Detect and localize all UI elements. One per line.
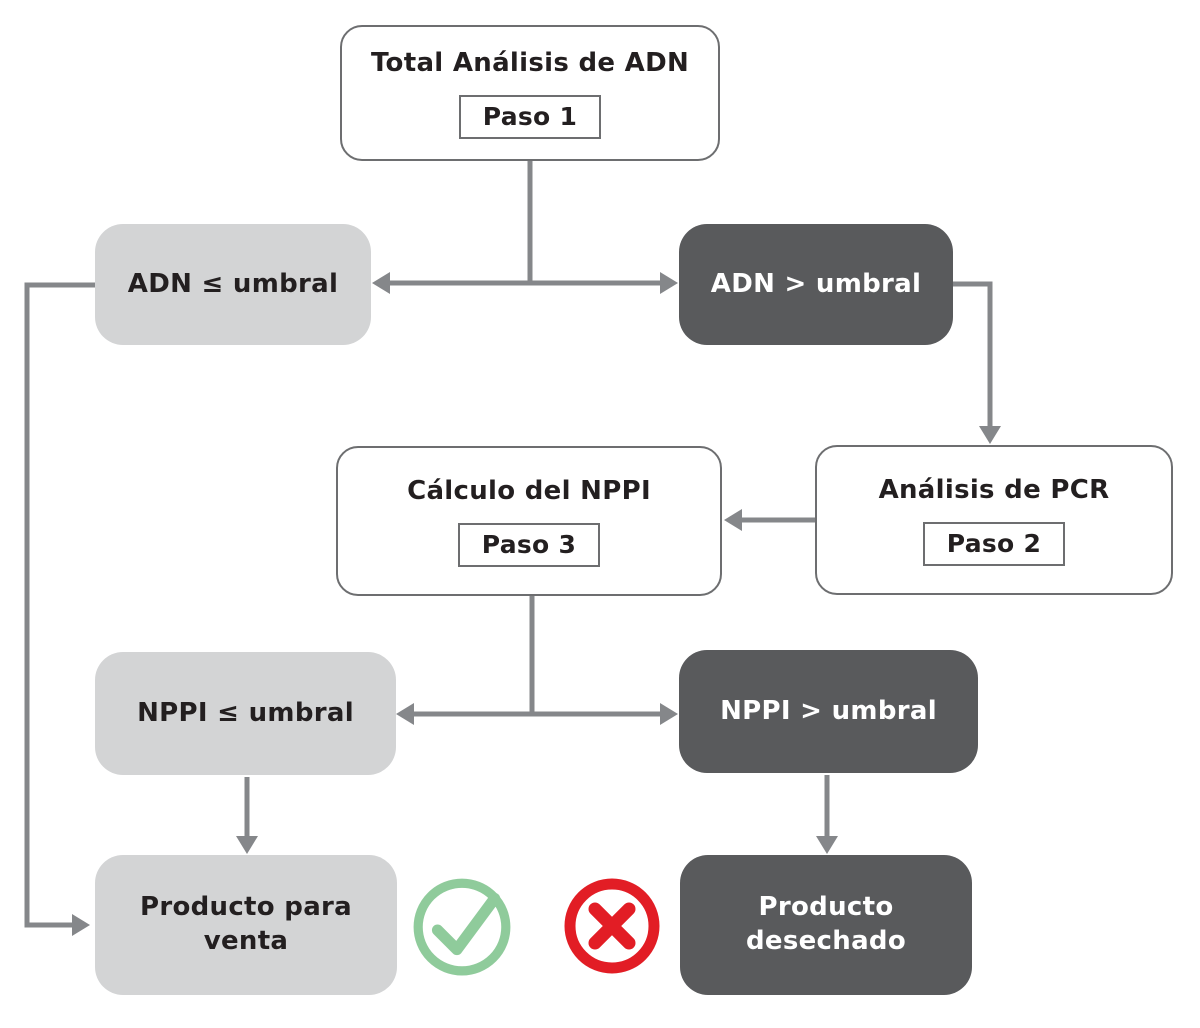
- step-badge-paso-1: Paso 1: [458, 95, 602, 140]
- arrowhead-to-adn-gt: [660, 272, 678, 294]
- arrowhead-bypass-to-venta: [72, 914, 90, 936]
- node-adn-gt-umbral: ADN > umbral: [679, 224, 953, 345]
- node-producto-para-venta-label: Producto para venta: [139, 892, 353, 956]
- node-nppi-le-umbral-label: NPPI ≤ umbral: [137, 697, 354, 728]
- node-producto-desechado: Producto desechado: [680, 855, 972, 995]
- node-adn-gt-umbral-label: ADN > umbral: [710, 268, 922, 299]
- x-mark: [588, 902, 636, 950]
- node-nppi-gt-umbral-label: NPPI > umbral: [720, 695, 937, 726]
- arrowhead-to-adn-le: [372, 272, 390, 294]
- node-total-analisis-adn: Total Análisis de ADN Paso 1: [340, 25, 720, 161]
- node-producto-desechado-label: Producto desechado: [746, 892, 906, 956]
- check-circle-ring: [413, 878, 511, 976]
- edge-adn-gt-to-pcr: [953, 281, 993, 428]
- step-badge-paso-3: Paso 3: [457, 523, 601, 568]
- check-mark: [431, 892, 501, 956]
- edge-adn-le-to-venta: [24, 282, 95, 928]
- arrowhead-to-desechado: [816, 836, 838, 854]
- x-circle-icon: [564, 878, 660, 974]
- arrowhead-to-nppi-gt: [660, 703, 678, 725]
- node-calculo-nppi-label: Cálculo del NPPI: [407, 475, 651, 506]
- node-nppi-gt-umbral: NPPI > umbral: [679, 650, 978, 773]
- node-adn-le-umbral-label: ADN ≤ umbral: [127, 268, 339, 299]
- arrowhead-to-nppi-le: [396, 703, 414, 725]
- node-nppi-le-umbral: NPPI ≤ umbral: [95, 652, 396, 775]
- node-calculo-nppi: Cálculo del NPPI Paso 3: [336, 446, 722, 596]
- node-analisis-pcr-label: Análisis de PCR: [878, 474, 1110, 505]
- node-adn-le-umbral: ADN ≤ umbral: [95, 224, 371, 345]
- node-producto-para-venta: Producto para venta: [95, 855, 397, 995]
- check-circle-icon: [413, 878, 511, 976]
- arrowhead-to-venta: [236, 836, 258, 854]
- node-analisis-pcr: Análisis de PCR Paso 2: [815, 445, 1173, 595]
- step-badge-paso-2: Paso 2: [922, 522, 1066, 567]
- arrowhead-to-pcr: [979, 426, 1001, 444]
- node-total-analisis-adn-label: Total Análisis de ADN: [370, 47, 690, 78]
- arrowhead-to-calculo: [724, 509, 742, 531]
- x-circle-ring: [564, 878, 660, 974]
